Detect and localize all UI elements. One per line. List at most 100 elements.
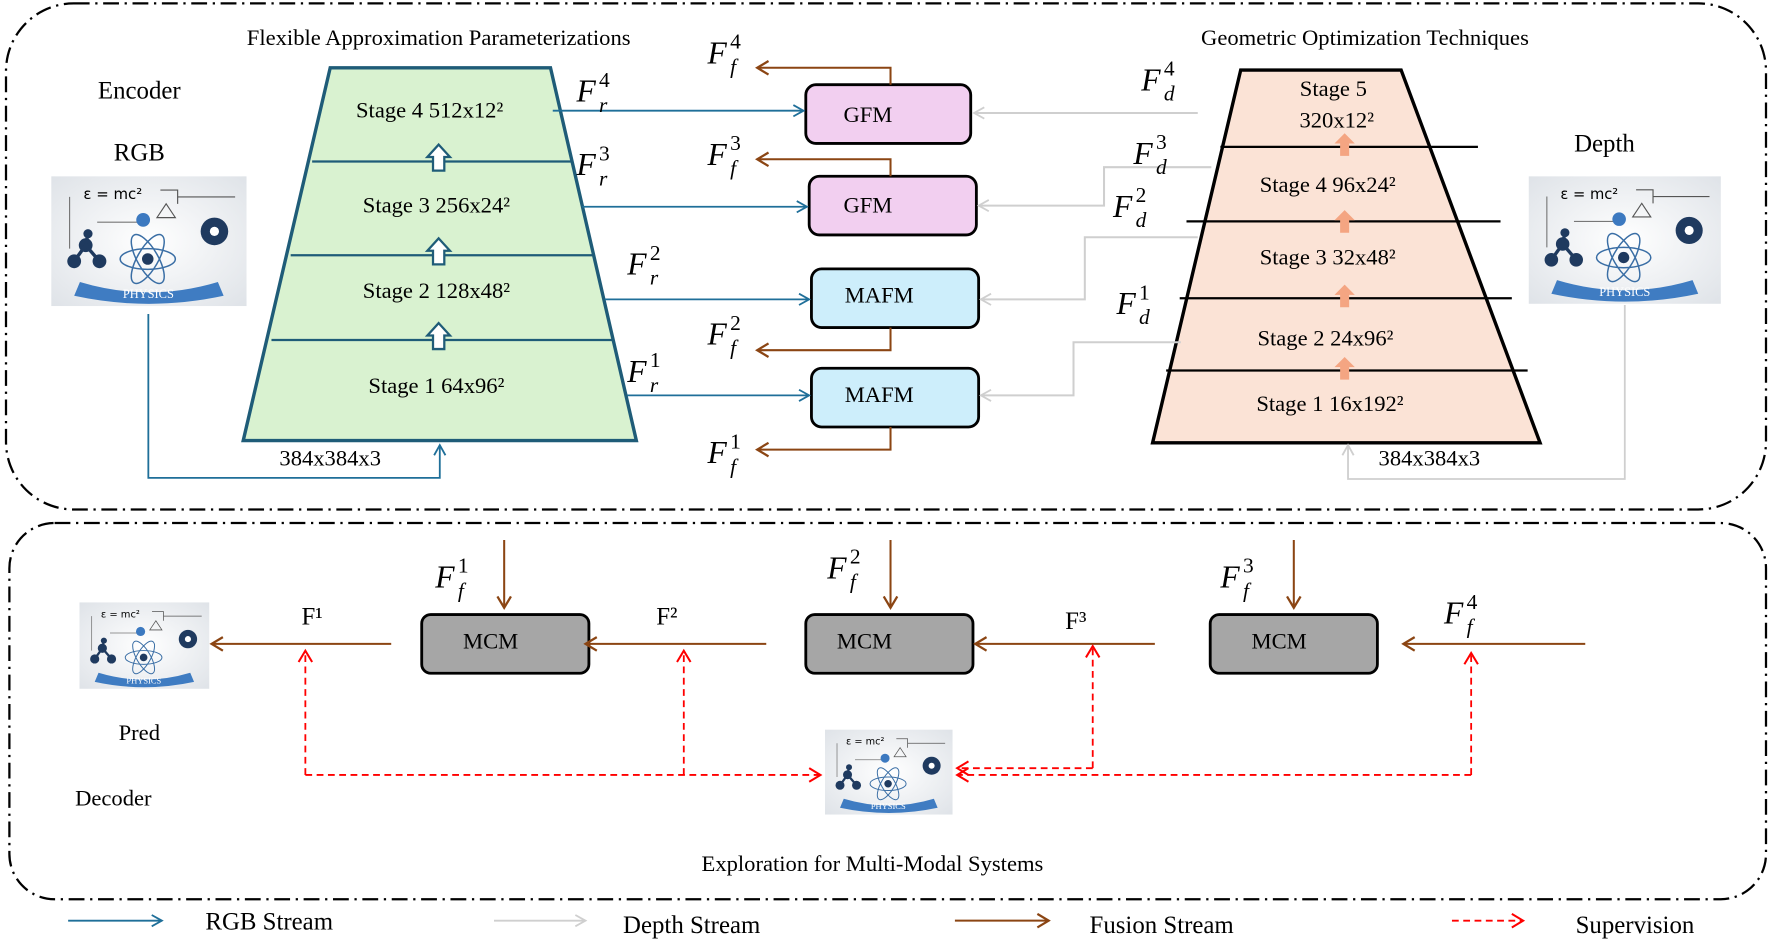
depth-stage-5-name: Stage 5 — [1300, 76, 1367, 101]
legend-depth-label: Depth Stream — [623, 912, 760, 939]
decoded-feature-f2: F² — [656, 604, 677, 631]
math-sub: r — [599, 166, 608, 190]
math-sub: r — [599, 93, 608, 117]
depth-stage-2: Stage 2 24x96² — [1257, 326, 1393, 351]
mcm-module-2-label: MCM — [837, 628, 892, 653]
math-sup: 1 — [650, 348, 661, 372]
depth-stage-arrow-icon — [1334, 210, 1355, 233]
math-sub: d — [1156, 155, 1167, 179]
math-sub: f — [730, 454, 739, 478]
math-sup: 3 — [730, 131, 741, 155]
math-sub: d — [1139, 305, 1150, 329]
mcm-module-1-label: MCM — [463, 628, 518, 653]
fused-feature-2-arrow — [755, 327, 892, 358]
rgb-stage-2: Stage 2 128x48² — [363, 278, 510, 303]
depth-stage-arrow-icon — [1334, 284, 1355, 308]
math-base: F — [707, 35, 728, 70]
decoder-section-frame — [8, 521, 1768, 901]
prediction-image-caption: PHYSICS — [126, 675, 161, 685]
mcm-module-3 — [1208, 613, 1379, 675]
math-base: F — [707, 137, 728, 172]
depth-stage-5-size: 320x12² — [1299, 108, 1374, 133]
math-sup: 2 — [730, 311, 741, 335]
math-sup: 4 — [1467, 590, 1478, 614]
math-sub: d — [1136, 208, 1147, 232]
math-sup: 4 — [730, 30, 741, 54]
math-sup: 1 — [458, 554, 469, 578]
gfm-module-3 — [807, 174, 978, 237]
math-base: F — [434, 559, 455, 594]
decoder-label: Decoder — [75, 785, 152, 810]
math-sub: f — [458, 579, 467, 603]
math-sub: f — [1243, 579, 1252, 603]
math-base: F — [626, 247, 647, 282]
stage-up-arrow-icon — [424, 142, 453, 172]
mcm-module-3-label: MCM — [1252, 628, 1307, 653]
rgb-section-title: Flexible Approximation Parameterizations — [247, 25, 631, 50]
depth-input-size: 384x384x3 — [1379, 445, 1481, 470]
math-base: F — [575, 147, 596, 182]
depth-label: Depth — [1574, 130, 1635, 157]
fused-feature-4-arrow — [755, 60, 892, 85]
legend: RGB Stream Depth Stream Fusion Stream Su… — [68, 909, 1695, 939]
math-sup: 2 — [650, 241, 661, 265]
gfm-module-4 — [804, 83, 973, 145]
math-base: F — [575, 74, 596, 109]
decoded-feature-f3: F³ — [1065, 608, 1086, 635]
depth-image-caption: PHYSICS — [1599, 285, 1650, 299]
mafm-module-1-label: MAFM — [845, 382, 914, 407]
math-base: F — [1219, 559, 1240, 594]
depth-stage-arrow-icon — [1334, 133, 1355, 156]
gfm-module-4-label: GFM — [843, 102, 892, 127]
math-sub: f — [730, 54, 739, 78]
math-base: F — [1115, 286, 1136, 321]
encoder-label: Encoder — [98, 77, 181, 104]
math-sub: f — [1467, 615, 1476, 639]
math-sub: r — [650, 266, 659, 290]
gfm-module-3-label: GFM — [843, 192, 892, 217]
rgb-image-caption: PHYSICS — [123, 287, 174, 301]
pred-label: Pred — [119, 720, 161, 745]
depth-stage-4: Stage 4 96x24² — [1260, 172, 1396, 197]
stage-up-arrow-icon — [424, 236, 453, 266]
math-sub: f — [850, 570, 859, 594]
math-sub: d — [1164, 82, 1175, 106]
math-base: F — [826, 550, 847, 585]
mafm-module-1 — [810, 366, 981, 429]
math-sup: 4 — [599, 68, 610, 92]
depth-stage-3: Stage 3 32x48² — [1260, 244, 1396, 269]
rgb-stage-4: Stage 4 512x12² — [356, 97, 503, 122]
depth-feature-3-arrow — [976, 166, 1212, 213]
depth-feature-2-arrow — [979, 236, 1198, 306]
math-sup: 3 — [599, 141, 610, 165]
ground-truth-image-caption: PHYSICS — [871, 801, 906, 811]
stage-up-arrow-icon — [424, 321, 453, 351]
depth-section-title: Geometric Optimization Techniques — [1201, 25, 1529, 50]
math-sup: 1 — [1139, 280, 1150, 304]
supervision-caption: Exploration for Multi-Modal Systems — [702, 851, 1044, 876]
math-sup: 2 — [1136, 183, 1147, 207]
legend-fusion-label: Fusion Stream — [1090, 912, 1234, 939]
math-base: F — [1443, 596, 1464, 631]
rgb-stage-1: Stage 1 64x96² — [368, 373, 504, 398]
math-sub: f — [730, 156, 739, 180]
legend-rgb-label: RGB Stream — [205, 909, 333, 936]
math-sub: r — [650, 373, 659, 397]
depth-input-arrow — [1341, 305, 1626, 480]
math-base: F — [1112, 189, 1133, 224]
math-sup: 1 — [730, 429, 741, 453]
